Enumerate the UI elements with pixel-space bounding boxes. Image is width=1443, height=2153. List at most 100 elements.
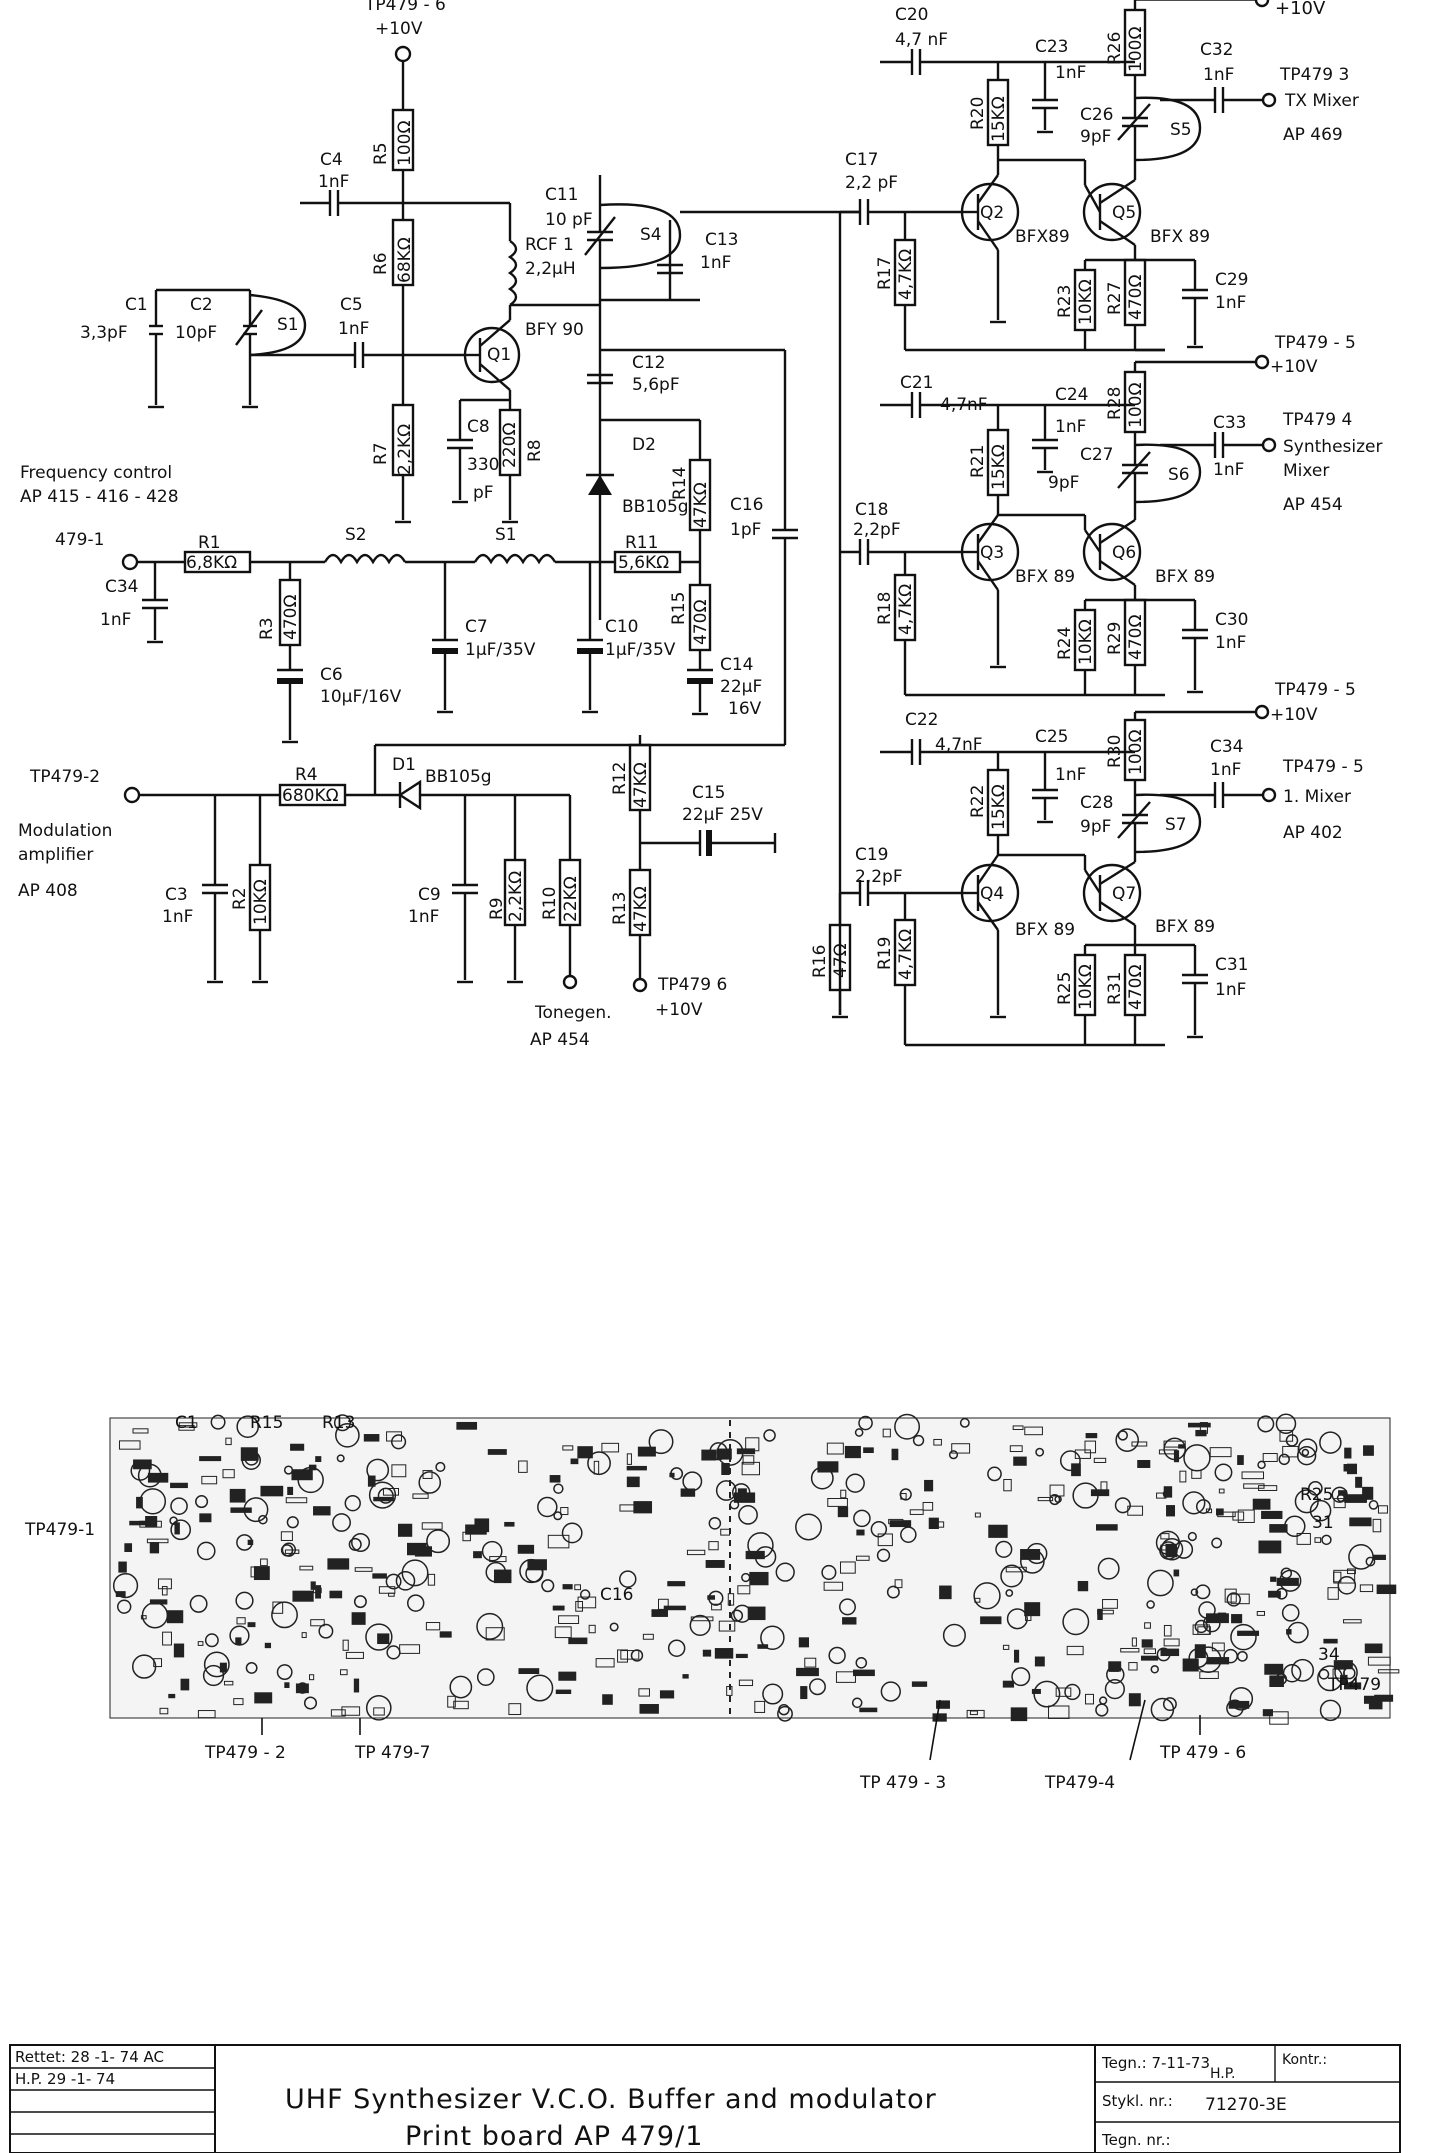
pcb-texture-mark <box>1049 1484 1065 1497</box>
c20-value: 4,7 nF <box>895 30 948 50</box>
pcb-texture-mark <box>601 1442 620 1453</box>
pcb-texture-mark <box>1343 1619 1362 1624</box>
pcb-texture-mark <box>736 1448 756 1455</box>
pcb-texture-mark <box>1231 1614 1243 1624</box>
r4-value: 680KΩ <box>282 786 339 806</box>
pcb-texture-mark <box>1011 1667 1031 1687</box>
pcb-texture-mark <box>760 1625 785 1650</box>
pcb-texture-mark <box>518 1668 540 1675</box>
pcb-texture-mark <box>439 1631 452 1638</box>
pcb-texture-mark <box>911 1681 928 1687</box>
ap469-label: AP 469 <box>1283 125 1343 145</box>
c20-label: C20 <box>895 5 929 25</box>
pcb-texture-mark <box>504 1521 515 1527</box>
pcb-texture-mark <box>353 1595 367 1609</box>
pcb-texture-mark <box>286 1516 299 1529</box>
pcb-texture-mark <box>1162 1697 1177 1712</box>
pcb-texture-mark <box>1297 1438 1318 1458</box>
tp479-4-terminal <box>1261 437 1277 453</box>
pcb-31-label: 31 <box>1312 1513 1334 1533</box>
c26-label: C26 <box>1080 105 1114 125</box>
pcb-texture-mark <box>1237 1455 1244 1465</box>
pcb-texture-mark <box>199 1513 212 1523</box>
pcb-texture-mark <box>1367 1656 1391 1666</box>
pcb-texture-mark <box>889 1520 912 1528</box>
pcb-texture-mark <box>1163 1440 1186 1448</box>
tp479-4-label: TP479 4 <box>1282 410 1352 430</box>
c7-label: C7 <box>465 617 488 637</box>
pcb-texture-mark <box>560 1507 569 1516</box>
tp479-5a-terminal <box>1254 354 1270 370</box>
pcb-texture-mark <box>689 1614 711 1636</box>
tegn-nr-label: Tegn. nr.: <box>1101 2131 1171 2149</box>
pcb-texture-mark <box>272 1601 284 1614</box>
pcb-texture-mark <box>974 1597 981 1603</box>
mod-amp-label-1: Modulation <box>18 821 112 841</box>
pcb-r13-label: R13 <box>322 1413 355 1433</box>
v10a-label: +10V <box>1270 357 1318 377</box>
pcb-texture-mark <box>173 1643 185 1658</box>
pcb-texture-mark <box>233 1698 244 1706</box>
pcb-texture-mark <box>223 1680 234 1686</box>
pcb-texture-mark <box>139 1520 162 1528</box>
pcb-tp479-1-label: TP479-1 <box>24 1520 95 1540</box>
pcb-texture-mark <box>118 1440 141 1450</box>
pcb-texture-mark <box>1269 1524 1288 1533</box>
pcb-texture-mark <box>222 1469 235 1479</box>
pcb-texture-mark <box>1349 1517 1372 1527</box>
pcb-texture-mark <box>1097 1608 1103 1620</box>
c31-label: C31 <box>1215 955 1249 975</box>
c1-value: 3,3pF <box>80 323 128 343</box>
pcb-texture-mark <box>737 1585 751 1595</box>
r7-label: R7 <box>371 442 391 465</box>
pcb-texture-mark <box>1182 1491 1206 1515</box>
mixer1-label: 1. Mixer <box>1283 787 1351 807</box>
c33-label: C33 <box>1213 413 1247 433</box>
pcb-texture-mark <box>1010 1707 1028 1722</box>
s7-label: S7 <box>1165 815 1187 835</box>
pcb-texture-mark <box>219 1662 227 1673</box>
pcb-texture-mark <box>1364 1643 1383 1654</box>
pcb-texture-mark <box>708 1517 722 1530</box>
pcb-texture-mark <box>354 1567 373 1572</box>
pcb-texture-mark <box>840 1489 847 1499</box>
r22-value: 15KΩ <box>989 784 1009 830</box>
pcb-texture-mark <box>395 1571 416 1591</box>
r15-value: 470Ω <box>691 600 711 645</box>
pcb-texture-mark <box>549 1475 561 1483</box>
pcb-texture-mark <box>987 1466 1002 1482</box>
pcb-texture-mark <box>297 1466 324 1494</box>
pcb-texture-mark <box>1258 1485 1278 1491</box>
pcb-texture-mark <box>763 1429 776 1442</box>
q3-type: BFX 89 <box>1015 567 1075 587</box>
pcb-texture-mark <box>939 1585 952 1600</box>
transistor-q7 <box>1082 863 1142 923</box>
c25-label: C25 <box>1035 727 1069 747</box>
pcb-texture-mark <box>1006 1608 1028 1630</box>
pcb-texture-mark <box>260 1485 284 1497</box>
pcb-texture-mark <box>747 1606 766 1621</box>
r13-value: 47KΩ <box>631 886 651 932</box>
pcb-texture-mark <box>1037 1496 1054 1502</box>
r4-label: R4 <box>295 765 318 785</box>
pcb-texture-mark <box>568 1637 588 1645</box>
pcb-texture-mark <box>236 1534 253 1551</box>
pcb-texture-mark <box>642 1633 654 1640</box>
pcb-texture-mark <box>924 1479 934 1492</box>
rettet-line-1: Rettet: 28 -1- 74 AC <box>15 2048 164 2066</box>
capacitor-c14 <box>687 678 713 684</box>
pcb-texture-mark <box>336 1454 345 1463</box>
c2-label: C2 <box>190 295 213 315</box>
pcb-texture-mark <box>1108 1661 1122 1672</box>
r9-label: R9 <box>487 897 507 920</box>
pcb-texture-mark <box>932 1713 947 1722</box>
c11-label: C11 <box>545 185 579 205</box>
s6-label: S6 <box>1168 465 1190 485</box>
pcb-texture-mark <box>853 1669 875 1677</box>
pcb-texture-mark <box>260 1558 268 1567</box>
pcb-texture-mark <box>1137 1459 1151 1468</box>
r27-label: R27 <box>1105 282 1125 315</box>
q6-label: Q6 <box>1112 543 1136 563</box>
pcb-texture-mark <box>1359 1584 1374 1593</box>
pcb-texture-mark <box>210 1414 226 1430</box>
